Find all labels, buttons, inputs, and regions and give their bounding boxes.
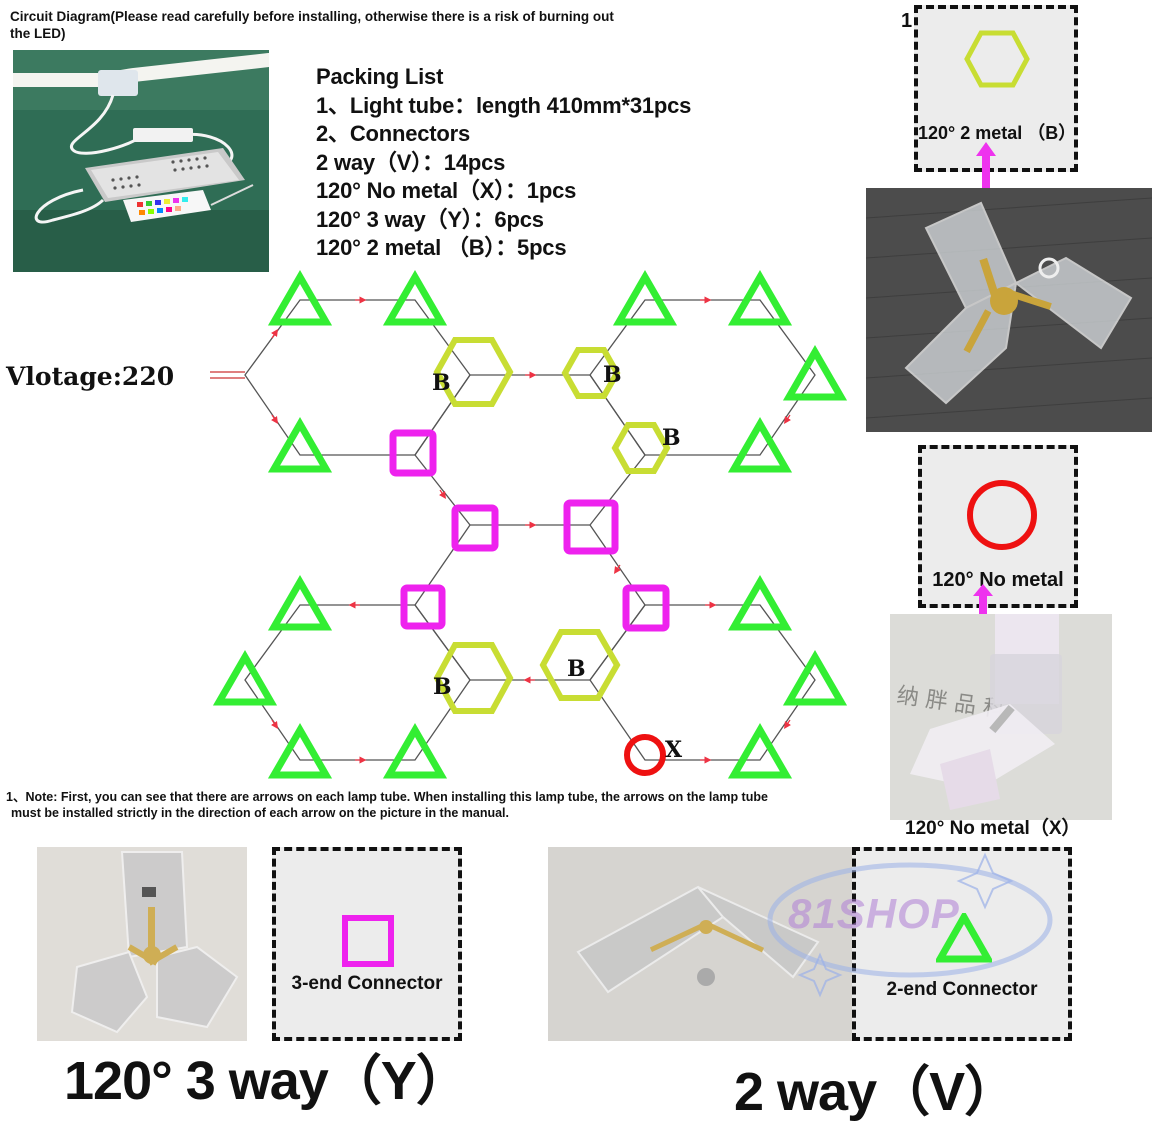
triangle-marker — [936, 913, 992, 963]
triangle-marker — [727, 723, 793, 779]
square-marker — [389, 429, 437, 477]
installation-note: 1、Note: First, you can see that there ar… — [6, 789, 866, 821]
letter-b: B — [603, 362, 622, 388]
y-connector-photo — [866, 188, 1152, 432]
triangle-marker — [267, 270, 333, 326]
packing-item: 2 way（V）：14pcs — [316, 149, 506, 175]
triangle-marker — [212, 650, 278, 706]
b-connector-box: 120° 2 metal （B） — [914, 5, 1078, 172]
controller-photo — [13, 50, 269, 272]
hexagon-marker — [539, 629, 621, 701]
x-connector-box: 120° No metal — [918, 445, 1078, 608]
triangle-marker — [727, 270, 793, 326]
packing-item: 2、Connectors — [316, 121, 471, 146]
v-bottom-photo — [548, 847, 856, 1041]
v-caption: 2 way（V） — [734, 1062, 1018, 1122]
triangle-marker — [782, 650, 848, 706]
letter-b: B — [662, 425, 681, 451]
v-connector-label: 2-end Connector — [886, 979, 1038, 1000]
square-marker — [451, 504, 499, 552]
triangle-marker — [267, 723, 333, 779]
hexagon-marker — [964, 30, 1030, 88]
y-bottom-photo — [37, 847, 247, 1041]
y-connector-label: 3-end Connector — [291, 973, 443, 994]
y-caption: 120° 3 way（Y） — [64, 1051, 470, 1111]
triangle-marker — [612, 270, 678, 326]
letter-x: X — [665, 737, 683, 763]
packing-list: Packing List 1、Light tube：length 410mm*3… — [316, 63, 691, 263]
packing-item: 120° 2 metal （B）：5pcs — [316, 235, 567, 260]
triangle-marker — [382, 270, 448, 326]
index-number: 1 — [901, 10, 913, 32]
x-photo-caption: 120° No metal（X） — [905, 818, 1081, 839]
square-marker — [563, 499, 619, 555]
hexagon-marker — [611, 422, 671, 474]
triangle-marker — [382, 723, 448, 779]
hexagon-marker — [433, 642, 514, 714]
triangle-marker — [727, 575, 793, 631]
note-line: must be installed strictly in the direct… — [11, 806, 510, 820]
v-connector-box: 2-end Connector — [852, 847, 1072, 1041]
circle-marker — [624, 734, 666, 776]
square-marker — [342, 915, 394, 967]
triangle-marker — [727, 417, 793, 473]
packing-item: 120° No metal（X）：1pcs — [316, 178, 577, 203]
hexagon-marker — [433, 337, 514, 407]
square-marker — [400, 584, 446, 630]
letter-b: B — [567, 656, 586, 682]
hexagon-marker — [561, 347, 621, 399]
packing-item: 1、Light tube：length 410mm*31pcs — [316, 92, 692, 118]
note-line: 1、Note: First, you can see that there ar… — [6, 790, 768, 804]
square-marker — [622, 584, 670, 632]
arrow-up-icon — [973, 584, 993, 614]
packing-list-title: Packing List — [316, 64, 444, 89]
triangle-marker — [267, 417, 333, 473]
x-connector-label: 120° No metal — [932, 569, 1064, 591]
circuit-title: Circuit Diagram(Please read carefully be… — [10, 9, 614, 41]
arrow-up-icon — [976, 142, 996, 188]
packing-item: 120° 3 way（Y）：6pcs — [316, 206, 544, 232]
x-connector-photo: 纳 胖 品 科 — [890, 614, 1112, 820]
b-connector-label: 120° 2 metal （B） — [918, 123, 1077, 143]
y-connector-box: 3-end Connector — [272, 847, 462, 1041]
letter-b: B — [433, 674, 452, 700]
triangle-marker — [782, 345, 848, 401]
letter-b: B — [432, 370, 451, 396]
wiring-diagram — [210, 270, 848, 779]
triangle-marker — [267, 575, 333, 631]
voltage-label: Vlotage:220 — [6, 362, 175, 391]
circle-marker — [967, 480, 1037, 550]
